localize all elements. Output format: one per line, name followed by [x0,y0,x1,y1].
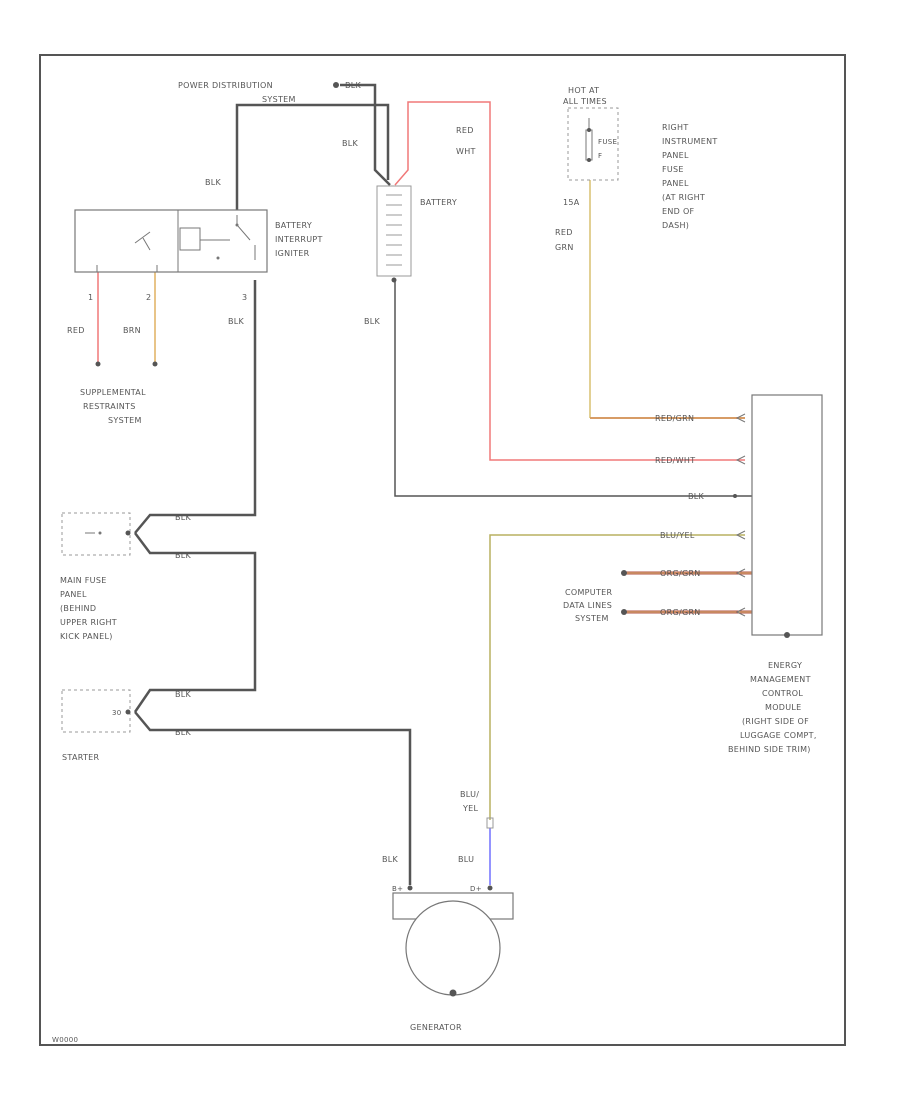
label-fuse-box-8: DASH) [662,221,689,230]
label-hot-at-2: ALL TIMES [563,97,607,106]
label-fuse-box-1: RIGHT [662,123,689,132]
generator-symbol [392,817,514,997]
label-fuse-box-2: INSTRUMENT [662,137,718,146]
main-fuse-dashed [61,512,131,556]
label-red-wht-wire: RED/WHT [655,456,695,465]
label-power-distribution-2: SYSTEM [262,95,296,104]
energy-module-pins [735,413,746,617]
label-energy-module-6: LUGGAGE COMPT, [740,731,817,740]
label-hot-at-1: HOT AT [568,86,599,95]
label-pin-2: 2 [146,293,151,302]
label-fuse-box-3: PANEL [662,151,689,160]
label-org-grn-1: ORG/GRN [660,569,701,578]
label-red-grn-2: GRN [555,243,574,252]
label-red: RED [67,326,85,335]
label-footer-code: W0000 [52,1036,78,1044]
label-blk-mf2: BLK [175,551,192,560]
label-pin-1: 1 [88,293,93,302]
label-fuse-box-5: PANEL [662,179,689,188]
label-battery-interrupt-2: INTERRUPT [275,235,323,244]
label-blk-relay-out: BLK [228,317,245,326]
wire-battery-to-igniter [235,103,390,210]
label-energy-module-7: BEHIND SIDE TRIM) [728,745,811,754]
wire-starter-to-gen [134,711,412,885]
label-blu-yel-1: BLU/ [460,790,479,799]
label-fuse-box-4: FUSE [662,165,684,174]
wire-blu-yel [489,534,745,820]
label-main-fuse-5: KICK PANEL) [60,632,113,641]
label-srs-3: SYSTEM [108,416,142,425]
label-red-grn-wire: RED/GRN [655,414,694,423]
label-power-tag: BLK [345,81,362,90]
starter-dashed [61,689,131,733]
label-fuse-amps: 15A [563,198,580,207]
label-blu-yel-2: YEL [462,804,479,813]
diagram-frame [39,54,846,1046]
label-gen-b-plus: B+ [392,885,403,893]
wire-battery-blk [394,280,752,497]
label-main-fuse-3: (BEHIND [60,604,96,613]
label-red-grn-1: RED [555,228,573,237]
label-energy-module-4: MODULE [765,703,802,712]
label-blk-wire: BLK [688,492,705,501]
label-main-fuse-4: UPPER RIGHT [60,618,117,627]
label-energy-module-3: CONTROL [762,689,803,698]
fuse-box-dashed [567,107,619,181]
wire-red-wht-top [394,101,745,461]
label-blk-st1: BLK [175,690,192,699]
label-org-grn-2: ORG/GRN [660,608,701,617]
label-blk-mf1: BLK [175,513,192,522]
label-blk-batt-relay: BLK [205,178,222,187]
label-fuse-box-7: END OF [662,207,695,216]
battery-symbol [376,185,412,283]
label-fuse-2: F [598,152,602,160]
label-srs-2: RESTRAINTS [83,402,136,411]
label-main-fuse-1: MAIN FUSE [60,576,107,585]
battery-interrupt-igniter [74,209,268,273]
label-gen-d-plus: D+ [470,885,482,893]
power-connector-dot [333,82,339,88]
data-line-1-end [621,570,627,576]
label-generator: GENERATOR [410,1023,462,1032]
energy-module-box [751,394,823,636]
label-pin-3: 3 [242,293,247,302]
label-battery: BATTERY [420,198,457,207]
label-energy-module-5: (RIGHT SIDE OF [742,717,809,726]
label-blk-batt-out: BLK [364,317,381,326]
label-battery-interrupt-1: BATTERY [275,221,312,230]
label-red-wht-top-1: RED [456,126,474,135]
label-brn: BRN [123,326,141,335]
label-starter: STARTER [62,753,100,762]
label-blk-st2: BLK [175,728,192,737]
label-blk-top: BLK [342,139,359,148]
label-computer-data-3: SYSTEM [575,614,609,623]
wire-relay-blk [134,280,257,534]
data-line-2-end [621,609,627,615]
wire-mainfuse-blk2 [133,532,257,713]
label-fuse-1: FUSE [598,138,617,146]
label-red-wht-top-2: WHT [456,147,476,156]
label-main-fuse-2: PANEL [60,590,87,599]
wire-power-to-battery [340,83,391,186]
label-computer-data-1: COMPUTER [565,588,613,597]
label-battery-interrupt-3: IGNITER [275,249,310,258]
label-blu-yel-wire: BLU/YEL [660,531,695,540]
label-blk-gen: BLK [382,855,399,864]
label-energy-module-2: MANAGEMENT [750,675,811,684]
label-computer-data-2: DATA LINES [563,601,612,610]
energy-module-ground-dot [784,632,790,638]
label-starter-pin: 30 [112,709,122,717]
label-fuse-box-6: (AT RIGHT [662,193,705,202]
label-blu-gen: BLU [458,855,474,864]
label-power-distribution-1: POWER DISTRIBUTION [178,81,273,90]
label-energy-module-1: ENERGY [768,661,802,670]
label-srs-1: SUPPLEMENTAL [80,388,146,397]
